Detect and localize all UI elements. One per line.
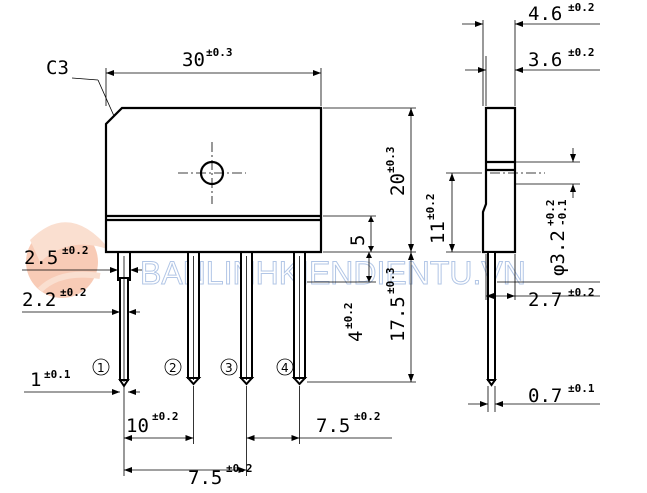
pin-number-1: 1 <box>92 358 110 376</box>
dim-pitch-last: 7.5 ±0.2 <box>246 410 392 441</box>
svg-text:7.5: 7.5 <box>316 415 350 437</box>
svg-text:2.5: 2.5 <box>24 247 58 269</box>
dim-width: 30 ±0.3 <box>105 46 322 106</box>
svg-text:±0.2: ±0.2 <box>342 303 355 330</box>
component-body <box>104 106 323 254</box>
lead-2 <box>185 251 202 386</box>
dim-side-lead-thickness: 0.7 ±0.1 <box>468 382 600 412</box>
dim-lead-length: 17.5 ±0.3 <box>307 252 416 383</box>
dim-total-thickness: 4.6 ±0.2 <box>462 1 600 106</box>
dim-band-height: 5 <box>323 215 376 252</box>
svg-text:3: 3 <box>225 361 233 375</box>
svg-text:±0.2: ±0.2 <box>152 410 179 423</box>
pin-number-4: 4 <box>276 358 294 376</box>
svg-text:11: 11 <box>427 221 449 244</box>
dim-lead-step: 4 ±0.2 <box>307 252 376 342</box>
svg-text:±0.1: ±0.1 <box>44 368 71 381</box>
lead-1 <box>117 251 131 388</box>
svg-text:17.5: 17.5 <box>387 296 409 342</box>
svg-text:±0.3: ±0.3 <box>384 147 397 174</box>
side-lead <box>486 251 497 387</box>
svg-text:±0.2: ±0.2 <box>226 462 253 475</box>
svg-text:1: 1 <box>97 361 105 375</box>
watermark-text: BANLINHKIENDIENTU.VN <box>140 255 526 291</box>
dim-lead-thickness: 1 ±0.1 <box>24 368 140 395</box>
svg-text:-0.1: -0.1 <box>556 199 569 226</box>
svg-text:±0.1: ±0.1 <box>568 382 595 395</box>
dim-pitch-first: 10 ±0.2 <box>124 410 194 441</box>
svg-text:2.7: 2.7 <box>528 289 562 311</box>
chamfer-callout: C3 <box>46 57 115 117</box>
front-view: 1 2 3 4 C3 30 ±0.3 <box>22 46 416 489</box>
svg-text:4: 4 <box>281 361 289 375</box>
pin-number-3: 3 <box>220 358 238 376</box>
svg-text:2.2: 2.2 <box>22 289 56 311</box>
dim-pitch-mid: 7.5 ±0.2 <box>124 462 253 489</box>
lead-4 <box>291 251 308 386</box>
svg-text:+0.2: +0.2 <box>544 200 557 227</box>
svg-text:±0.2: ±0.2 <box>424 194 437 221</box>
svg-text:4: 4 <box>345 331 367 342</box>
svg-text:±0.2: ±0.2 <box>568 1 595 14</box>
svg-text:±0.2: ±0.2 <box>568 286 595 299</box>
svg-text:0.7: 0.7 <box>528 385 562 407</box>
dim-body-height: 20 ±0.3 <box>323 107 416 253</box>
side-body-profile <box>481 106 517 254</box>
dim-body-thickness: 3.6 ±0.2 <box>465 46 600 106</box>
dim-hole-height: 11 ±0.2 <box>424 172 481 253</box>
svg-text:φ3.2: φ3.2 <box>547 230 569 276</box>
dim-lead-width-wide: 2.5 ±0.2 <box>22 244 142 273</box>
svg-text:±0.2: ±0.2 <box>62 244 89 257</box>
svg-text:±0.3: ±0.3 <box>384 268 397 295</box>
svg-text:±0.3: ±0.3 <box>206 46 233 59</box>
svg-text:±0.2: ±0.2 <box>568 46 595 59</box>
dim-hole-diameter: φ3.2 +0.2 -0.1 <box>515 148 580 276</box>
svg-text:±0.2: ±0.2 <box>354 410 381 423</box>
svg-text:30: 30 <box>182 49 205 71</box>
svg-text:10: 10 <box>126 415 149 437</box>
svg-text:±0.2: ±0.2 <box>60 286 87 299</box>
side-view: 4.6 ±0.2 3.6 ±0.2 11 ±0.2 <box>424 1 600 412</box>
orange-swirl-logo <box>26 222 110 298</box>
watermark: BANLINHKIENDIENTU.VN <box>26 222 526 298</box>
svg-text:4.6: 4.6 <box>528 3 562 25</box>
chamfer-label: C3 <box>46 57 69 79</box>
dim-lead-width-narrow: 2.2 ±0.2 <box>22 286 140 315</box>
lead-3 <box>238 251 255 386</box>
pin-number-2: 2 <box>164 358 182 376</box>
svg-text:5: 5 <box>347 235 369 246</box>
svg-text:1: 1 <box>30 369 41 391</box>
dim-lead-offset: 2.7 ±0.2 <box>485 254 600 311</box>
svg-text:2: 2 <box>169 361 177 375</box>
svg-text:3.6: 3.6 <box>528 49 562 71</box>
svg-text:20: 20 <box>387 173 409 196</box>
svg-text:7.5: 7.5 <box>188 467 222 489</box>
